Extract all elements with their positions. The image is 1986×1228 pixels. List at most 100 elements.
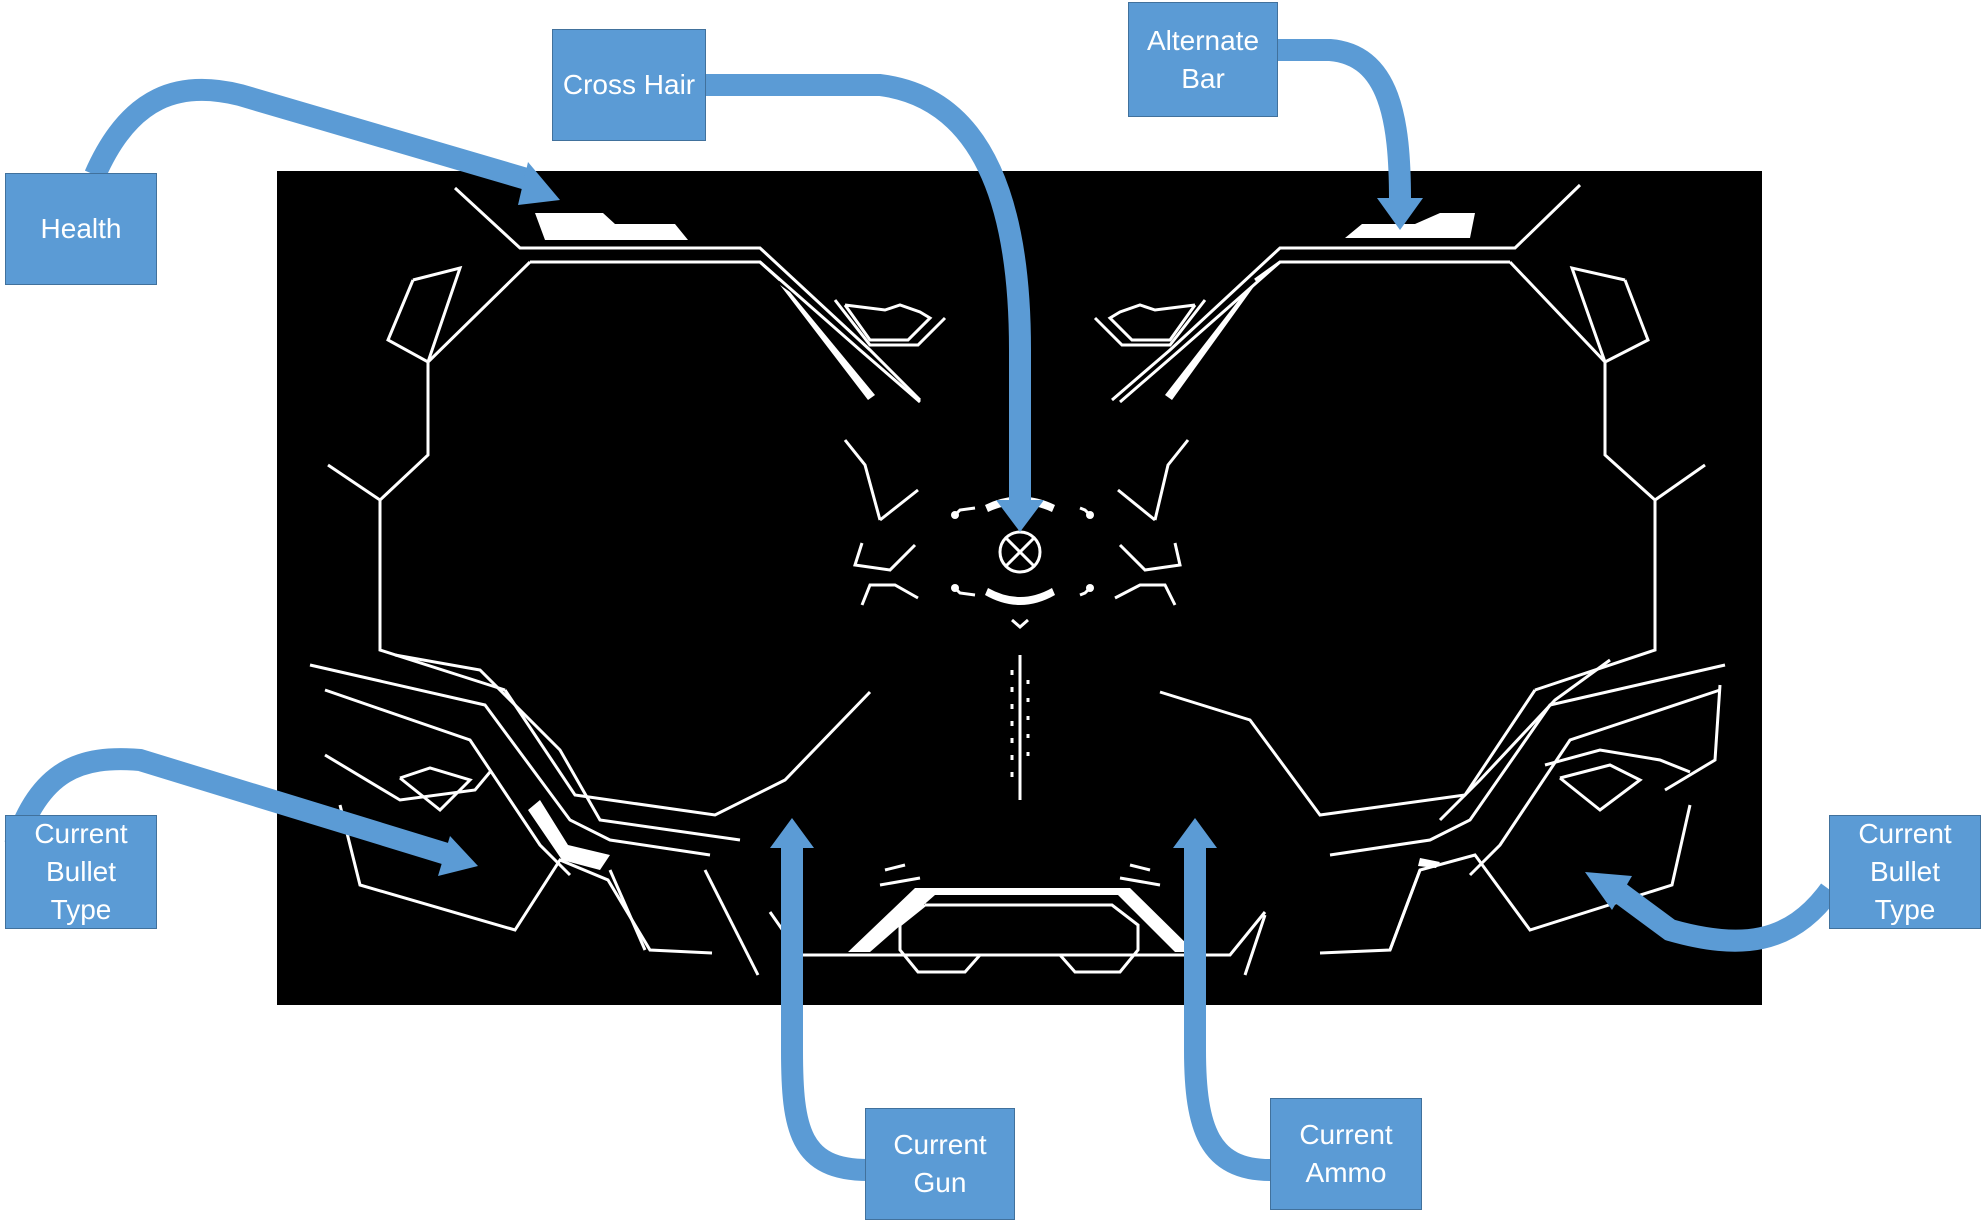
arrow-alternate-bar [1275,39,1411,201]
arrow-head-current-ammo [1173,818,1217,848]
right-bullet-slot-outer [1544,748,1691,774]
reticle-dot-tr [1086,511,1094,519]
right-lower-rail-2 [1468,688,1721,877]
hud-lines [309,183,1726,976]
arrow-heads [438,162,1632,910]
right-small-slot-outer [1093,299,1207,347]
callout-arrows [4,39,1839,1181]
gun-housing-top-left [884,863,906,872]
callout-health-line-1: Health [40,213,122,244]
callout-bullet-right-line-1: Current [1858,818,1952,849]
right-bottom-leg [1243,914,1267,976]
right-rail-thick [1165,285,1255,400]
left-bullet-slot [399,766,473,813]
left-bottom-bracket-2 [608,869,647,951]
left-lower-rail-1 [309,663,711,857]
crosshair-bracket-right-lower [1114,583,1177,606]
left-upper-rail [453,186,922,402]
hud-solid-shapes [528,213,1475,952]
left-lens-outline [530,260,921,404]
callout-bullet-left: Current Bullet Type [5,815,157,929]
callout-current-ammo-line-2: Ammo [1305,1157,1387,1188]
right-lens-bottom [1159,689,1537,817]
arrow-health [84,78,534,191]
right-upper-rail-inner [1254,260,1370,282]
right-bullet-slot [1559,763,1643,812]
arrow-head-cross-hair [996,500,1044,532]
right-gun-frame-thick [1080,888,1195,952]
right-upper-rail [1111,183,1582,402]
callout-current-gun-line-1: Current [893,1129,987,1160]
crosshair-bracket-right-upper [1153,439,1190,521]
crosshair-bracket-right-box [1118,542,1182,572]
callout-health: Health [5,173,157,285]
crosshair-bracket-left-mid [879,488,919,522]
right-lower-rail-1 [1329,663,1726,857]
callout-bullet-right-line-3: Type [1874,894,1936,925]
callout-alternate-bar-line-2: Bar [1181,62,1225,94]
alternate-bar [1345,213,1475,238]
arrow-head-bullet-left [438,836,478,876]
reticle-dot-br [1086,584,1094,592]
arrow-cross-hair [705,74,1031,505]
reticle-x-2 [1004,536,1036,568]
callout-bullet-left-line-1: Current [34,818,128,849]
left-upper-rail-inner [668,260,782,282]
arrow-bullet-right [1613,883,1839,952]
callout-alternate-bar-line-1: Alternate [1146,24,1260,56]
right-lower-bracket [1654,463,1706,502]
right-side-bracket [1664,684,1722,792]
callout-bullet-right-line-2: Bullet [1869,856,1941,887]
left-lower-rail-2 [324,688,572,877]
callout-bullet-left-line-3: Type [50,894,112,925]
gun-housing [898,903,1140,974]
callout-current-ammo: Current Ammo [1270,1098,1422,1210]
callout-bullet-left-line-2: Bullet [45,856,117,887]
right-bullet-indicator-thin [1418,858,1440,868]
left-small-slot-outer [833,299,947,347]
callout-current-ammo-line-1: Current [1299,1119,1393,1150]
arrow-head-health [518,162,560,205]
left-top-bracket [386,265,463,365]
right-lens-outline [1119,260,1510,404]
left-lens-bottom [503,689,872,817]
crosshair-bracket-right-mid [1117,488,1156,522]
callout-current-gun: Current Gun [865,1108,1015,1220]
left-small-slot [843,303,933,342]
right-small-slot [1107,303,1197,342]
left-bullet-indicator [528,800,610,870]
callout-cross-hair: Cross Hair [552,29,706,141]
arrow-current-gun [781,845,869,1181]
reticle-bottom-arc [985,588,1055,605]
crosshair-bracket-left-box [853,542,917,572]
right-bottom-bracket-2 [1388,869,1422,951]
right-lens-side [1508,260,1657,692]
right-top-bracket [1569,265,1650,365]
left-bottom-leg [703,869,760,976]
left-gun-frame-thick [848,888,1110,952]
arrow-head-alternate-bar [1377,198,1423,230]
crosshair-bracket-left-lower [860,583,919,606]
arrow-current-ammo [1184,845,1271,1181]
callout-bullet-right: Current Bullet Type [1829,815,1981,929]
right-lower-rail-3 [1438,658,1611,822]
callout-current-gun-line-2: Gun [913,1167,967,1198]
health-bar [535,213,688,240]
reticle-dot-bl [951,584,959,592]
callout-alternate-bar: Alternate Bar [1128,2,1278,117]
left-bullet-slot-outer [324,753,492,802]
left-rail-thick [780,285,875,400]
left-lower-bracket [327,463,381,502]
gun-housing-top-right [1129,863,1151,872]
left-lower-rail-3 [394,653,741,842]
crosshair-bracket-left-upper [843,439,882,521]
reticle-lower-tick [1011,618,1029,629]
arrow-head-current-gun [770,818,814,848]
reticle-dot-tl [951,511,959,519]
gun-housing-top-right-2 [1119,876,1161,887]
arrow-head-bullet-right [1585,872,1632,910]
callout-cross-hair-line-1: Cross Hair [562,69,696,100]
gun-housing-top-left-2 [879,876,921,887]
left-bottom-bracket [338,804,713,955]
